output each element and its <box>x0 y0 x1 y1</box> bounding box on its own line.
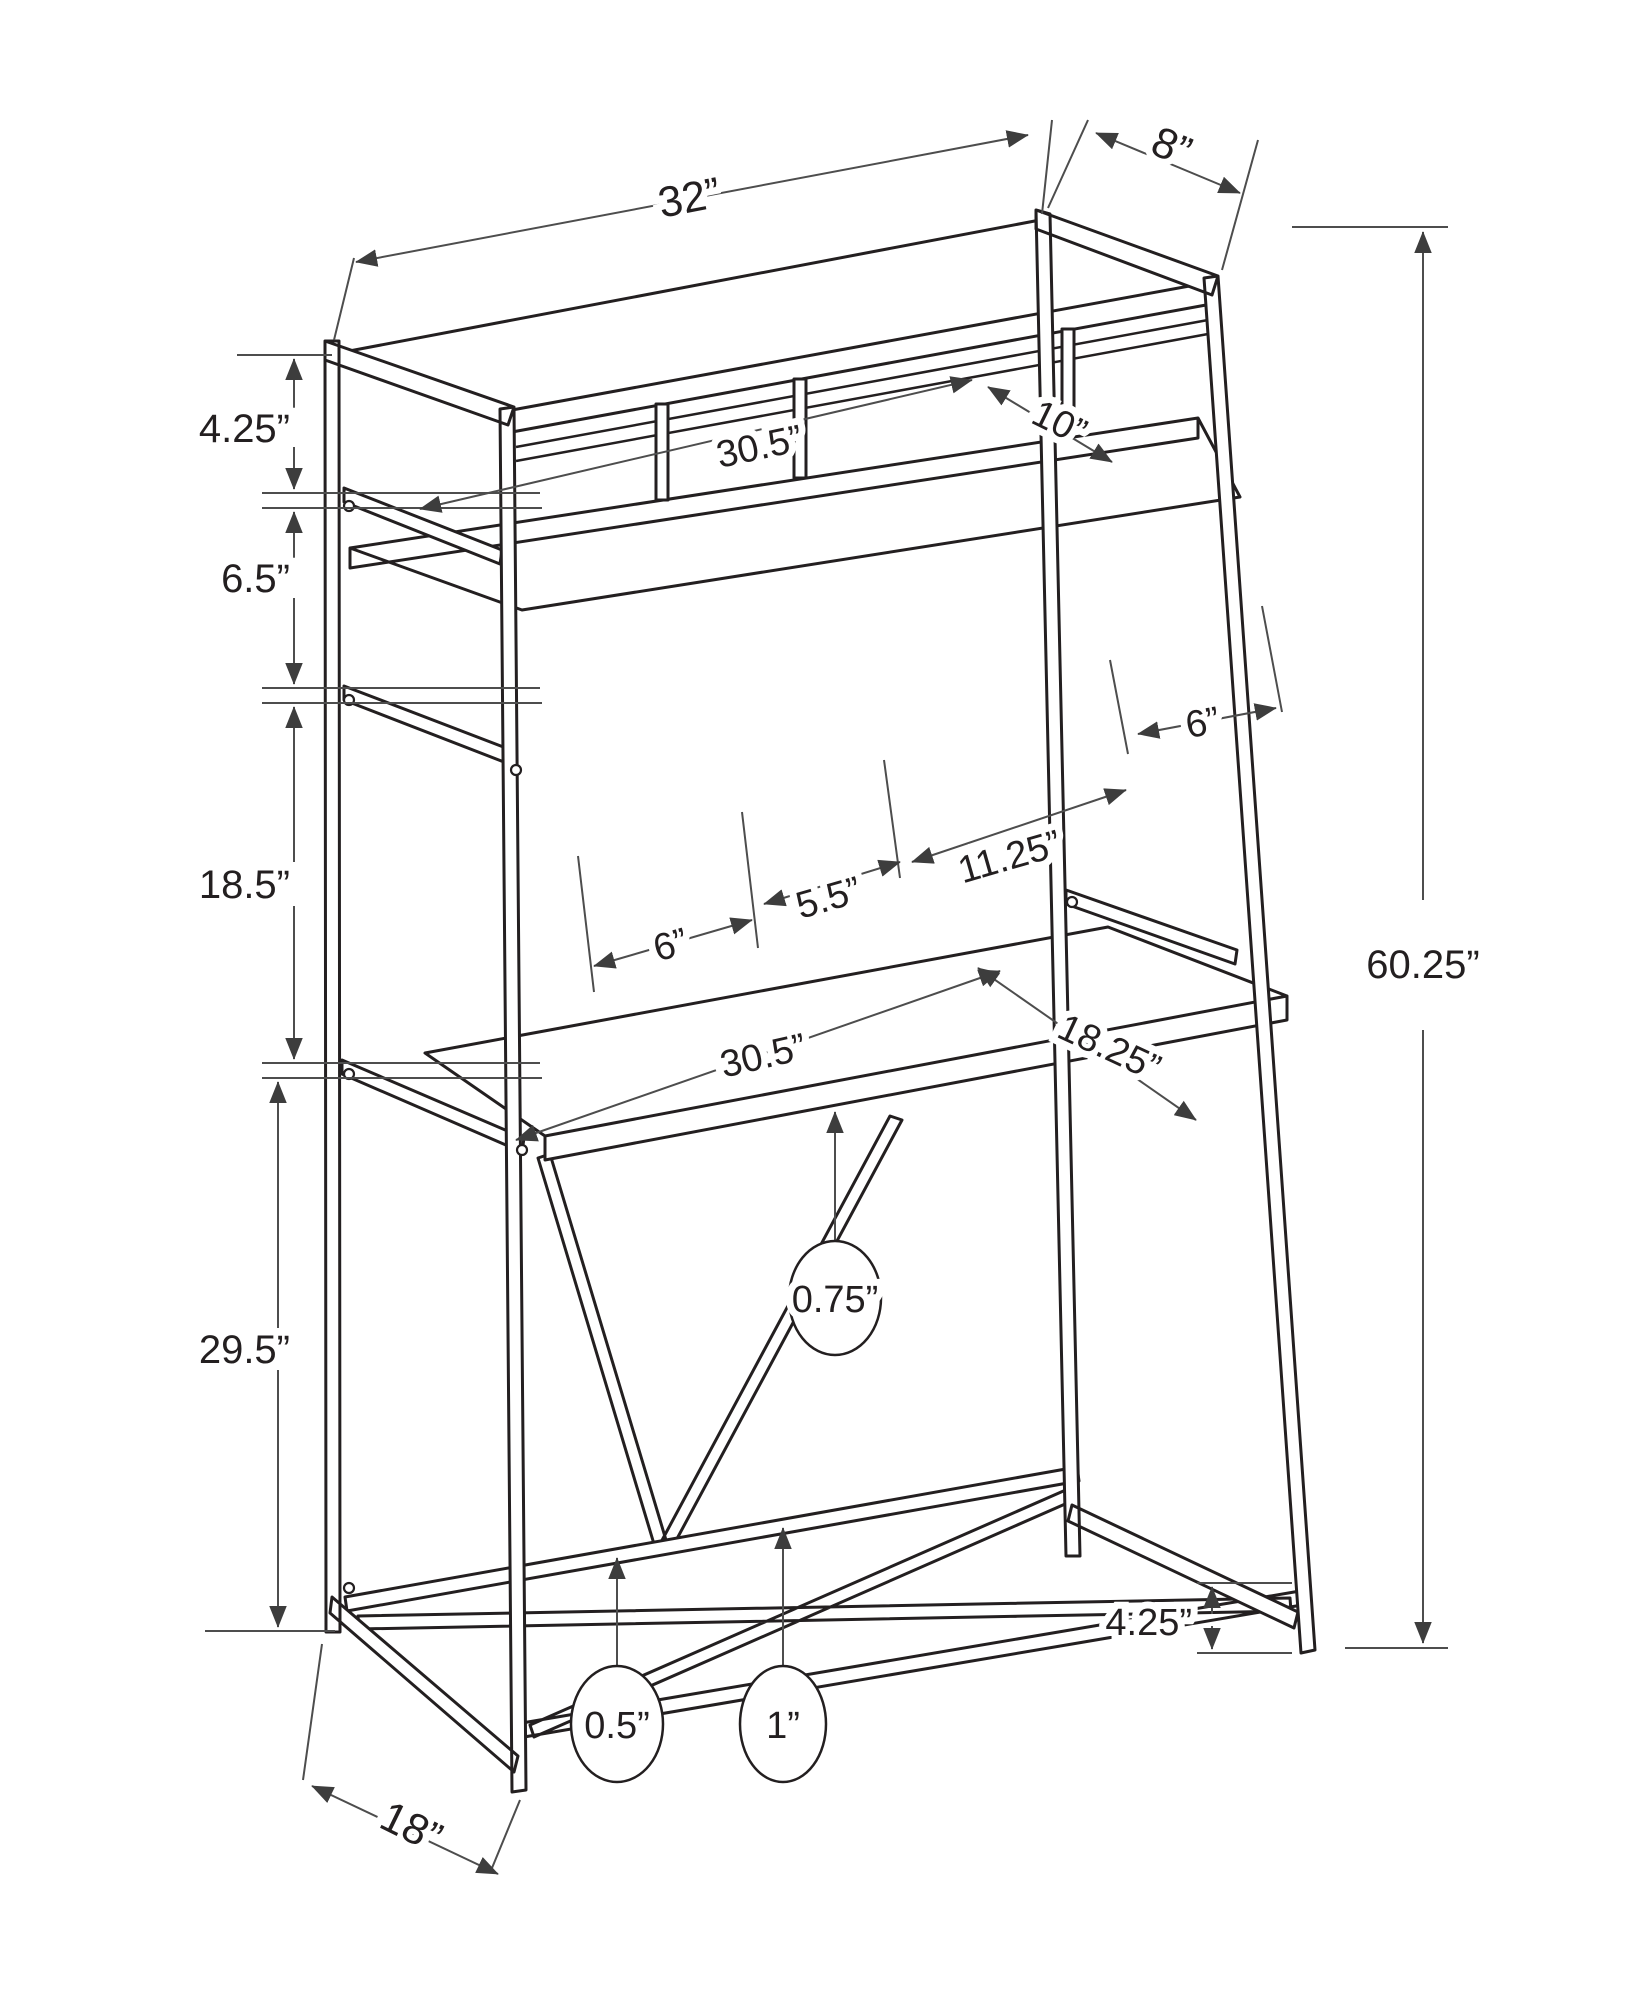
label-top-section-height: 4.25” <box>199 407 290 451</box>
furniture-line-art <box>323 208 1317 1794</box>
desk-surface <box>423 925 1289 1162</box>
label-cubby-width-4: 6” <box>1182 699 1223 747</box>
label-desktop-thickness: 0.75” <box>792 1279 879 1321</box>
dim-18-25 <box>977 967 1197 1121</box>
label-hutch-clearance: 18.5” <box>199 863 290 907</box>
label-overall-height: 60.25” <box>1366 943 1479 987</box>
right-side-frame <box>1034 208 1317 1655</box>
label-frame-tube-thickness: 1” <box>766 1705 800 1747</box>
label-cubby-width-2: 5.5” <box>791 869 866 927</box>
dim-cubby-6r <box>1137 703 1277 739</box>
balloon-1 <box>738 1664 828 1784</box>
screw-holes <box>342 499 1079 1595</box>
dim-10 <box>987 386 1113 463</box>
label-top-shelf-length: 30.5” <box>713 418 806 477</box>
label-stretcher-height: 4.25” <box>1105 1602 1192 1644</box>
balloon-0-5 <box>569 1664 665 1784</box>
dim-desk-30-5 <box>515 969 1001 1142</box>
label-cubby-section-height: 6.5” <box>221 557 290 601</box>
dim-cubby-6 <box>593 917 753 969</box>
label-base-depth: 18” <box>373 1792 450 1862</box>
dimension-lines <box>205 119 1448 1875</box>
dim-32 <box>355 130 1029 267</box>
label-overall-width: 32” <box>654 169 724 228</box>
dim-8 <box>1095 132 1241 194</box>
balloon-0-75 <box>787 1239 883 1357</box>
label-cubby-width-3: 11.25” <box>953 823 1065 892</box>
label-brace-tube-thickness: 0.5” <box>584 1705 649 1747</box>
dim-18 <box>311 1785 499 1875</box>
extension-lines <box>205 119 1448 1869</box>
dim-top-30-5 <box>419 376 973 513</box>
dim-cubby-5-5 <box>763 859 901 907</box>
label-cubby-width-1: 6” <box>649 921 693 971</box>
label-desk-height: 29.5” <box>199 1328 290 1372</box>
dim-cubby-11-25 <box>911 788 1127 864</box>
label-hutch-depth: 8” <box>1144 118 1198 177</box>
balloon-callouts <box>569 1239 883 1784</box>
